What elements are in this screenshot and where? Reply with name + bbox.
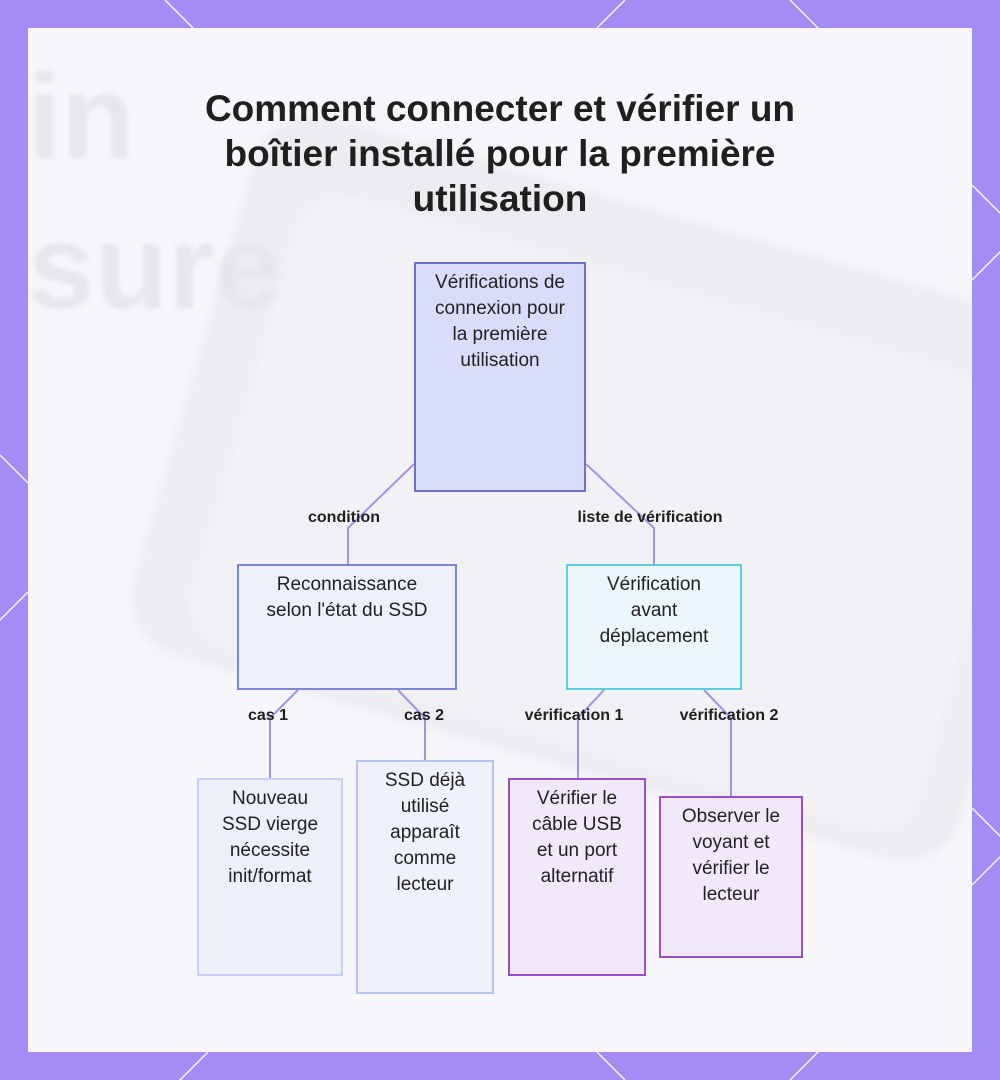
diagram-panel: in sure Comment connecter et vérifier un… [28, 28, 972, 1052]
edge-root-recognition [347, 463, 415, 564]
node-used-ssd-text: SSD déjà utilisé apparaît comme lecteur [384, 770, 466, 895]
node-new-ssd: Nouveau SSD vierge nécessite init/format [197, 778, 343, 976]
node-observe-led-text: Observer le voyant et vérifier le lecteu… [681, 806, 781, 905]
node-observe-led: Observer le voyant et vérifier le lecteu… [659, 796, 803, 958]
node-used-ssd: SSD déjà utilisé apparaît comme lecteur [356, 760, 494, 994]
background-watermark-1: in [28, 50, 135, 184]
diagram-title: Comment connecter et vérifier un boîtier… [204, 88, 796, 219]
edge-label-condition: condition [308, 509, 380, 526]
edge-label-case-1: cas 1 [247, 707, 289, 724]
edge-label-case-2: cas 2 [403, 707, 445, 724]
node-verification: Vérification avant déplacement [566, 564, 742, 690]
edge-root-verification [585, 463, 655, 564]
edge-recognition-new [269, 689, 299, 778]
node-root-text: Vérifications de connexion pour la premi… [435, 272, 565, 371]
node-check-cable-text: Vérifier le câble USB et un port alterna… [532, 788, 622, 887]
edge-label-checklist: liste de vérification [577, 509, 723, 526]
node-recognition: Reconnaissance selon l'état du SSD [237, 564, 457, 690]
edge-label-verification-2: vérification 2 [679, 707, 779, 724]
edge-recognition-used [397, 689, 426, 760]
node-verification-text: Vérification avant déplacement [599, 574, 709, 647]
node-recognition-text: Reconnaissance selon l'état du SSD [266, 574, 428, 621]
edge-verification-check [577, 689, 605, 778]
node-check-cable: Vérifier le câble USB et un port alterna… [508, 778, 646, 976]
edge-label-verification-1: vérification 1 [524, 707, 624, 724]
connector-lines [269, 463, 732, 796]
background-watermark-2: sure [28, 200, 282, 334]
edge-verification-observe [703, 689, 732, 796]
node-new-ssd-text: Nouveau SSD vierge nécessite init/format [221, 788, 319, 887]
node-root: Vérifications de connexion pour la premi… [414, 262, 586, 492]
